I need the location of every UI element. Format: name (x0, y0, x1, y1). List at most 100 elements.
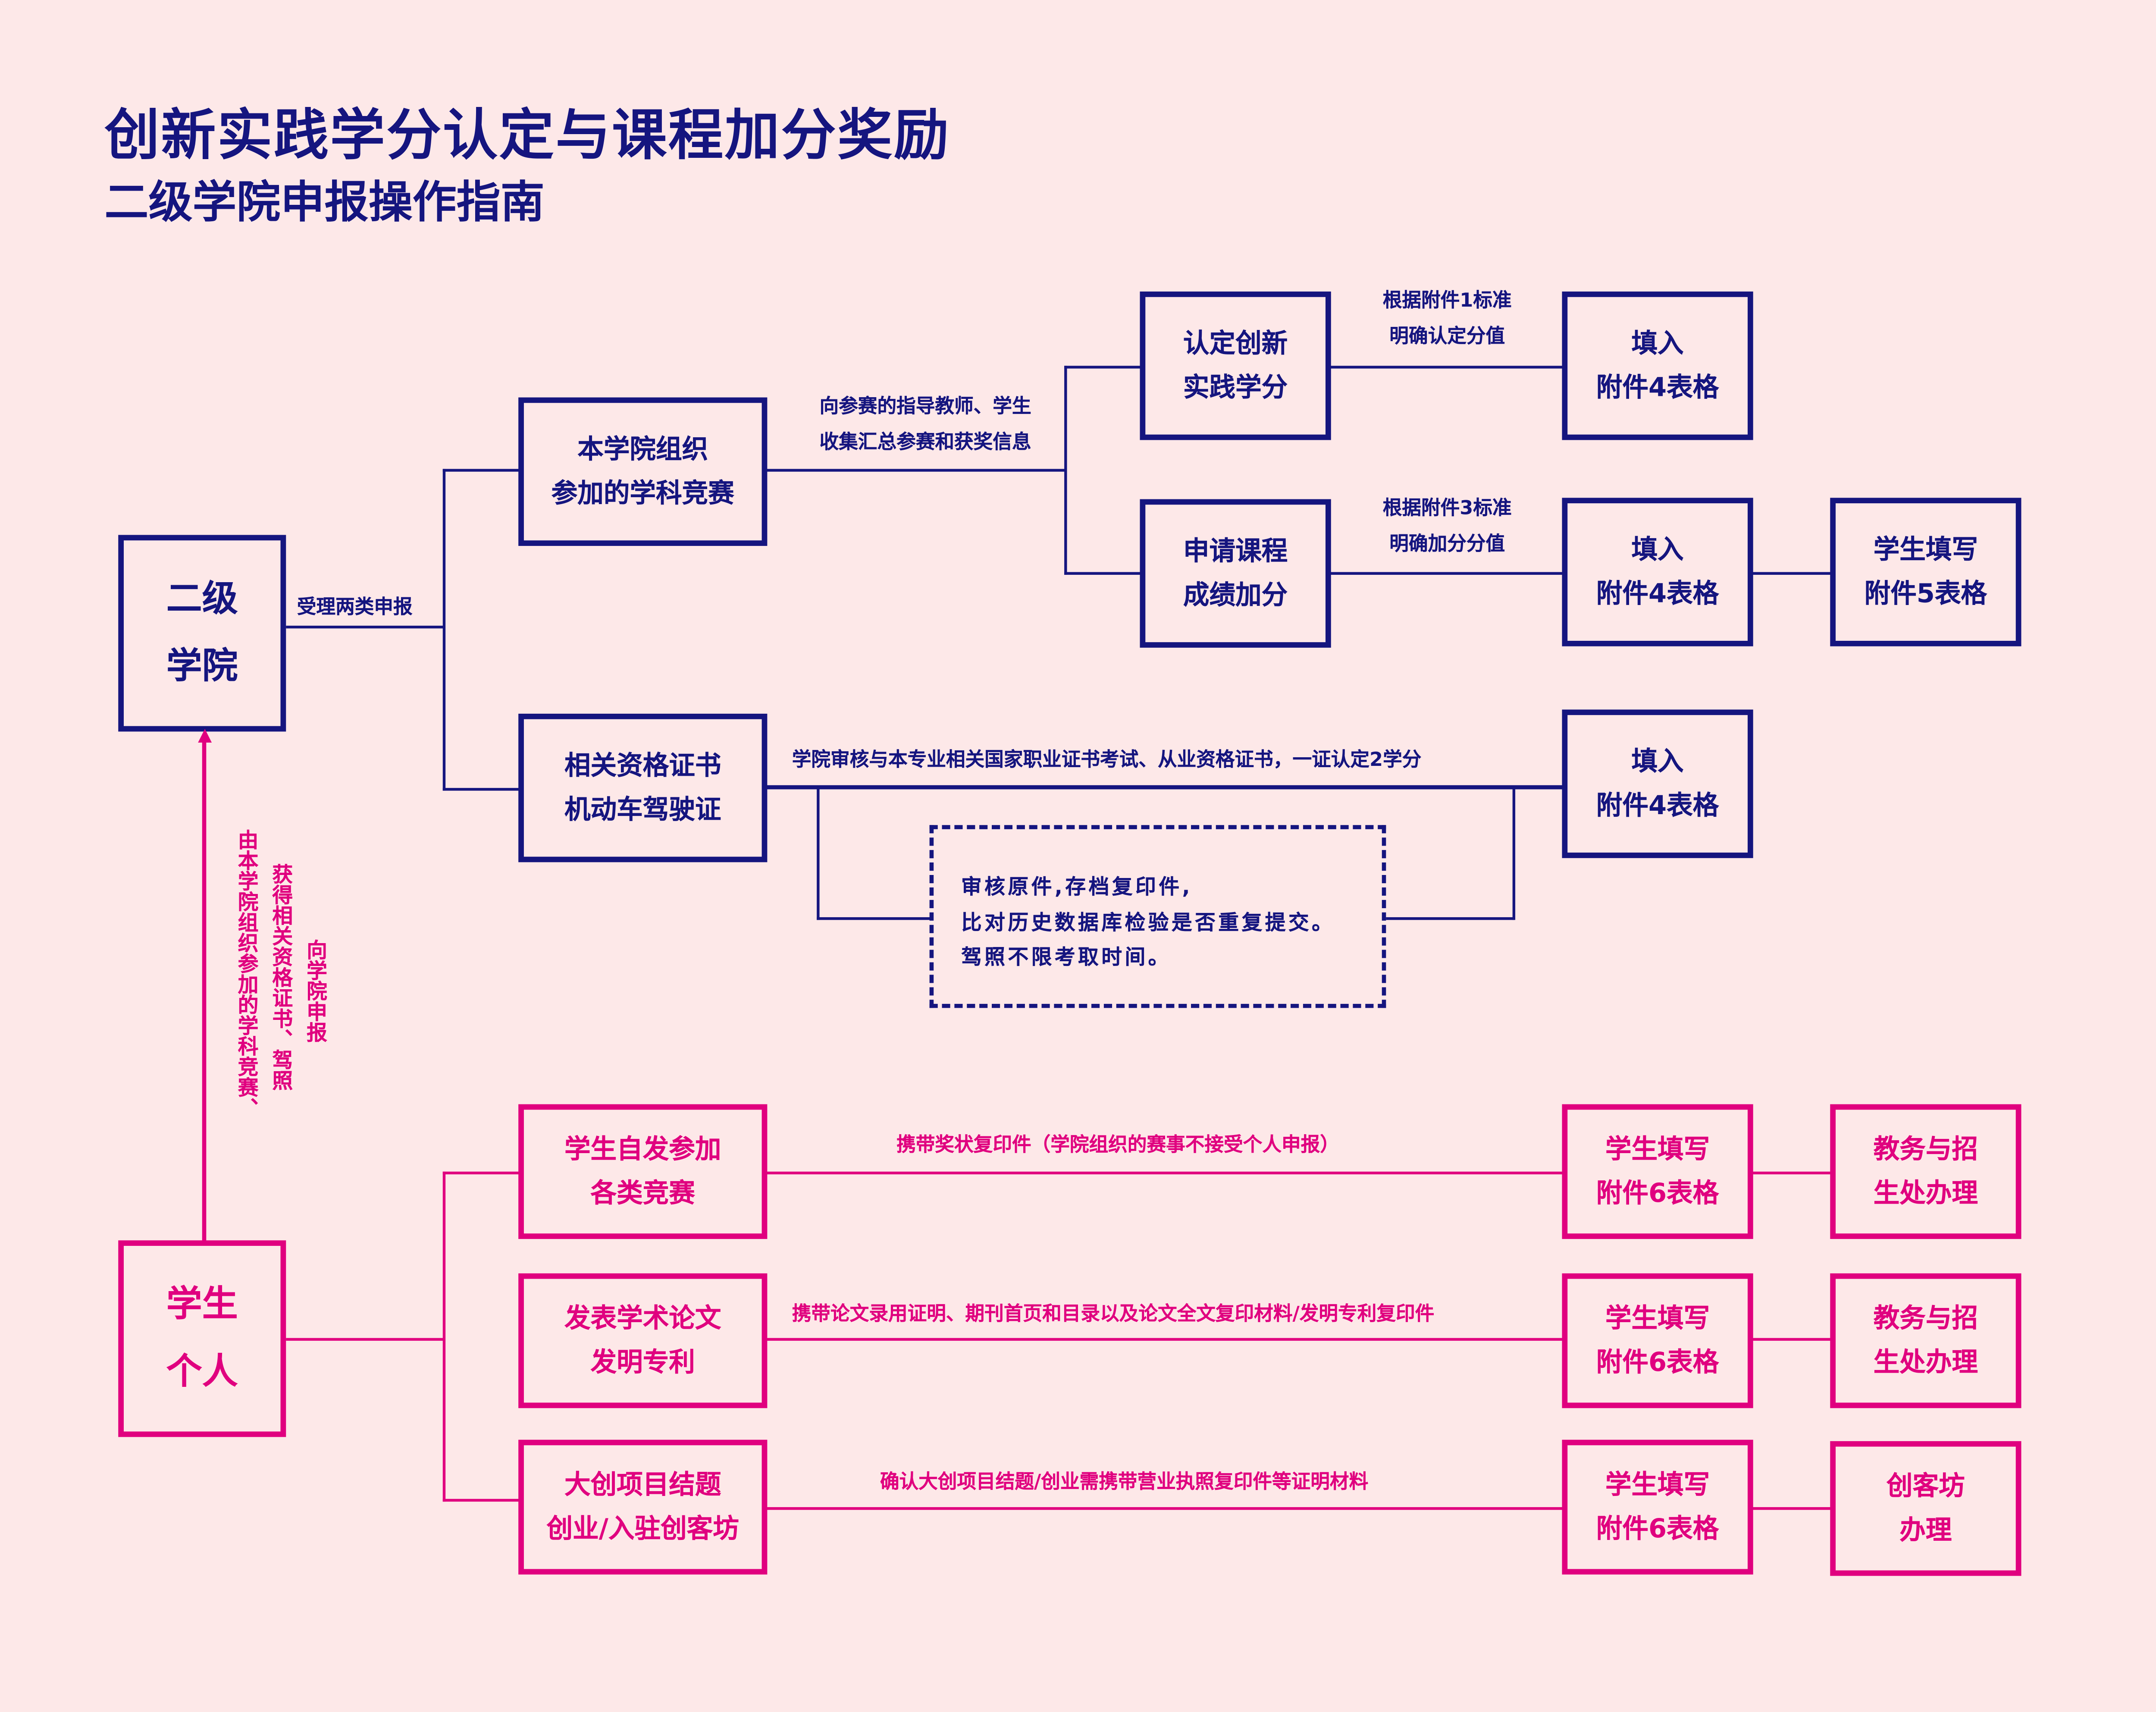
row2-note: 携带论文录用证明、期刊首页和目录以及论文全文复印材料/发明专利复印件 (792, 1303, 1435, 1326)
review-note-box: 审核原件,存档复印件, 比对历史数据库检验是否重复提交。 驾照不限考取时间。 (929, 825, 1386, 1008)
connector-to-competition (442, 469, 521, 472)
row1-form-line1: 学生填写 (1605, 1134, 1710, 1164)
college-node: 二级 学院 (118, 535, 286, 732)
connector-student-branch-vertical (442, 1171, 446, 1502)
credit-form-line2: 附件4表格 (1596, 373, 1719, 403)
row2-node-line2: 发明专利 (590, 1348, 695, 1378)
student-node-line2: 个人 (166, 1351, 238, 1392)
connector-review-right (1386, 917, 1514, 920)
row3-form-line1: 学生填写 (1605, 1469, 1710, 1500)
credit-note-line1: 根据附件1标准 (1382, 290, 1512, 312)
competition-node: 本学院组织 参加的学科竞赛 (518, 397, 768, 546)
credit-form-line1: 填入 (1631, 328, 1684, 359)
row2-office-node: 教务与招 生处办理 (1830, 1273, 2021, 1408)
row3-office-line1: 创客坊 (1886, 1471, 1965, 1502)
row3-office-line2: 办理 (1899, 1515, 1952, 1546)
certificate-note: 学院审核与本专业相关国家职业证书考试、从业资格证书，一证认定2学分 (792, 749, 1422, 771)
connector-to-row1 (442, 1171, 521, 1175)
connector-student-to-branch (286, 1338, 444, 1341)
connector-form-to-student-form (1752, 572, 1832, 575)
row3-note: 确认大创项目结题/创业需携带营业执照复印件等证明材料 (880, 1471, 1369, 1494)
row1-form-line2: 附件6表格 (1596, 1178, 1719, 1209)
connector-bonus-to-form (1328, 572, 1565, 575)
student-node: 学生 个人 (118, 1240, 286, 1437)
bonus-student-form-node: 学生填写 附件5表格 (1830, 498, 2021, 646)
connector-competition-split (1064, 366, 1067, 575)
row1-node-line1: 学生自发参加 (564, 1134, 721, 1164)
connector-credit-to-form (1328, 366, 1565, 369)
page-title: 创新实践学分认定与课程加分奖励 (104, 104, 950, 168)
connector-to-credit (1064, 366, 1143, 369)
bonus-node-line2: 成绩加分 (1183, 580, 1288, 611)
row3-node-line1: 大创项目结题 (564, 1469, 721, 1500)
connector-review-right-vertical (1512, 786, 1516, 920)
report-label-1: 由本学院组织参加的学科竞赛、 (235, 829, 260, 1118)
bonus-node: 申请课程 成绩加分 (1140, 499, 1331, 648)
credit-node-line2: 实践学分 (1183, 373, 1288, 403)
row1-office-line2: 生处办理 (1873, 1178, 1978, 1209)
bonus-student-form-line1: 学生填写 (1873, 534, 1978, 565)
report-label-3: 向学院申报 (304, 939, 329, 1043)
row2-office-line1: 教务与招 (1873, 1303, 1978, 1334)
credit-node: 认定创新 实践学分 (1140, 292, 1331, 440)
bonus-student-form-line2: 附件5表格 (1864, 579, 1987, 609)
student-node-line1: 学生 (166, 1285, 238, 1326)
bonus-node-line1: 申请课程 (1183, 536, 1288, 566)
connector-branch-vertical (442, 469, 446, 791)
row1-note: 携带奖状复印件（学院组织的赛事不接受个人申报） (896, 1134, 1339, 1157)
row1-form-node: 学生填写 附件6表格 (1562, 1104, 1753, 1239)
bonus-note-line2: 明确加分分值 (1389, 533, 1505, 555)
report-label-2: 获得相关资格证书、驾照 (270, 863, 295, 1091)
row1-node: 学生自发参加 各类竞赛 (518, 1104, 768, 1239)
row3-node-line2: 创业/入驻创客坊 (546, 1514, 739, 1545)
row2-node: 发表学术论文 发明专利 (518, 1273, 768, 1408)
credit-node-line1: 认定创新 (1183, 328, 1288, 359)
row2-office-line2: 生处办理 (1873, 1348, 1978, 1378)
bonus-form-node: 填入 附件4表格 (1562, 498, 1753, 646)
certificate-form-node: 填入 附件4表格 (1562, 709, 1753, 858)
competition-node-line2: 参加的学科竞赛 (551, 478, 734, 509)
connector-row2-to-form (766, 1338, 1565, 1341)
credit-form-node: 填入 附件4表格 (1562, 292, 1753, 440)
certificate-form-line2: 附件4表格 (1596, 790, 1719, 821)
row2-form-line2: 附件6表格 (1596, 1348, 1719, 1378)
certificate-node-line1: 相关资格证书 (564, 750, 721, 781)
certificate-node-line2: 机动车驾驶证 (564, 795, 721, 825)
certificate-node: 相关资格证书 机动车驾驶证 (518, 713, 768, 862)
certificate-form-line1: 填入 (1631, 746, 1684, 777)
connector-row2-to-office (1752, 1338, 1832, 1341)
page-subtitle: 二级学院申报操作指南 (104, 176, 545, 229)
row1-node-line2: 各类竞赛 (590, 1178, 695, 1209)
row3-office-node: 创客坊 办理 (1830, 1441, 2021, 1576)
competition-note-line1: 向参赛的指导教师、学生 (819, 396, 1031, 418)
competition-node-line1: 本学院组织 (577, 434, 708, 464)
connector-row3-to-form (766, 1507, 1565, 1510)
bonus-note: 根据附件3标准 明确加分分值 (1361, 492, 1533, 564)
review-note-line1: 审核原件,存档复印件, (961, 875, 1193, 900)
college-node-line2: 学院 (166, 646, 238, 687)
connector-to-row3 (442, 1499, 521, 1502)
row2-node-line1: 发表学术论文 (564, 1303, 721, 1334)
row2-form-node: 学生填写 附件6表格 (1562, 1273, 1753, 1408)
review-note-line3: 驾照不限考取时间。 (961, 944, 1172, 970)
competition-note: 向参赛的指导教师、学生 收集汇总参赛和获奖信息 (795, 391, 1056, 462)
row3-form-node: 学生填写 附件6表格 (1562, 1439, 1753, 1575)
credit-note: 根据附件1标准 明确认定分值 (1361, 285, 1533, 356)
connector-certificate-to-form (766, 785, 1565, 790)
row3-form-line2: 附件6表格 (1596, 1514, 1719, 1545)
row1-office-node: 教务与招 生处办理 (1830, 1104, 2021, 1239)
report-arrow-line (202, 740, 207, 1243)
competition-note-line2: 收集汇总参赛和获奖信息 (819, 431, 1031, 454)
connector-competition-out (766, 469, 1066, 472)
row3-node: 大创项目结题 创业/入驻创客坊 (518, 1439, 768, 1575)
row1-office-line1: 教务与招 (1873, 1134, 1978, 1164)
connector-review-left (817, 917, 931, 920)
accept-label: 受理两类申报 (297, 596, 413, 619)
row2-form-line1: 学生填写 (1605, 1303, 1710, 1334)
credit-note-line2: 明确认定分值 (1389, 326, 1505, 348)
connector-to-bonus (1064, 572, 1143, 575)
connector-row1-to-form (766, 1171, 1565, 1175)
connector-college-to-branch (286, 625, 444, 629)
connector-review-left-vertical (817, 786, 820, 920)
